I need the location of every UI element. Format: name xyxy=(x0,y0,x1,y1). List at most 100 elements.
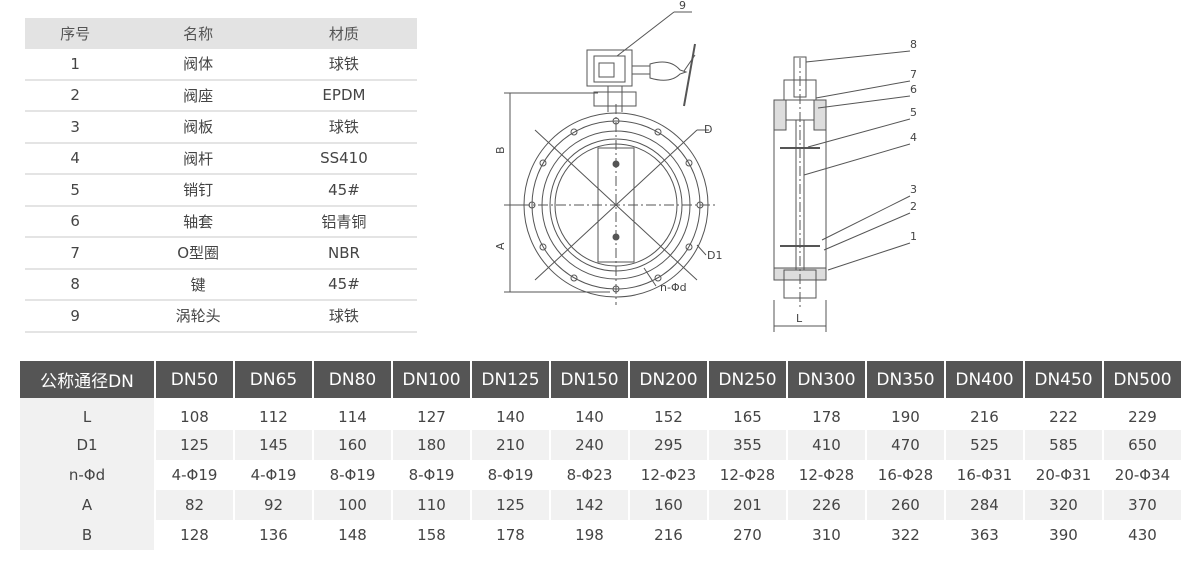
parts-cell-name: O型圈 xyxy=(125,237,271,270)
spec-cell: 8-Φ19 xyxy=(408,466,455,484)
callout-4: 4 xyxy=(910,131,917,144)
spec-cell: 355 xyxy=(709,430,786,460)
spec-header-dn: DN450 xyxy=(1025,361,1102,398)
spec-cell: 148 xyxy=(338,526,367,544)
parts-cell-material: NBR xyxy=(270,237,417,270)
callout-7: 7 xyxy=(910,68,917,81)
spec-header-dn: DN500 xyxy=(1104,361,1181,398)
spec-row-label: n-Φd xyxy=(20,460,154,490)
spec-header-dn: DN200 xyxy=(630,361,707,398)
callout-8: 8 xyxy=(910,38,917,51)
label-d: D xyxy=(704,123,712,136)
spec-cell: 270 xyxy=(733,526,762,544)
callout-5: 5 xyxy=(910,106,917,119)
spec-header-dn: DN125 xyxy=(472,361,549,398)
parts-cell-material: 45# xyxy=(270,174,417,207)
spec-cell: 12-Φ28 xyxy=(719,466,776,484)
parts-cell-no: 4 xyxy=(25,142,126,175)
spec-cell: 128 xyxy=(180,526,209,544)
label-a: A xyxy=(494,242,507,250)
spec-cell: 216 xyxy=(654,526,683,544)
callout-1: 1 xyxy=(910,230,917,243)
spec-cell: 201 xyxy=(709,490,786,520)
side-view: L 8 7 6 5 4 3 2 1 xyxy=(773,38,917,332)
parts-cell-no: 3 xyxy=(25,111,126,144)
spec-cell: 100 xyxy=(314,490,391,520)
spec-cell: 284 xyxy=(946,490,1023,520)
spec-cell: 178 xyxy=(496,526,525,544)
spec-cell: 180 xyxy=(393,430,470,460)
spec-cell: 125 xyxy=(472,490,549,520)
spec-header-dn: DN150 xyxy=(551,361,628,398)
parts-cell-no: 8 xyxy=(25,268,126,301)
parts-cell-no: 1 xyxy=(25,49,126,81)
bolt-holes xyxy=(528,117,704,293)
spec-cell: 140 xyxy=(496,408,525,426)
spec-row-label: B xyxy=(20,520,154,550)
spec-cell: 310 xyxy=(812,526,841,544)
spec-cell: 320 xyxy=(1025,490,1102,520)
neck-flange xyxy=(593,91,637,107)
spec-cell: 145 xyxy=(235,430,312,460)
parts-cell-no: 2 xyxy=(25,79,126,112)
spec-cell: 20-Φ31 xyxy=(1035,466,1092,484)
spec-cell: 165 xyxy=(733,408,762,426)
spec-cell: 108 xyxy=(180,408,209,426)
spec-cell: 127 xyxy=(417,408,446,426)
spec-row: n-Φd 4-Φ19 4-Φ19 8-Φ19 8-Φ19 8-Φ19 8-Φ23 12-Φ23… xyxy=(20,460,1181,490)
gearbox-inner xyxy=(593,55,626,83)
spec-cell: 650 xyxy=(1104,430,1181,460)
parts-cell-no: 5 xyxy=(25,174,126,207)
parts-cell-name: 阀板 xyxy=(125,111,271,144)
spec-row-label: D1 xyxy=(20,430,154,460)
spec-cell: 158 xyxy=(417,526,446,544)
spec-cell: 210 xyxy=(472,430,549,460)
callout-6: 6 xyxy=(910,83,917,96)
spec-cell: 160 xyxy=(314,430,391,460)
spec-cell: 20-Φ34 xyxy=(1114,466,1171,484)
spec-cell: 260 xyxy=(867,490,944,520)
parts-cell-material: 球铁 xyxy=(270,111,417,144)
spec-cell: 8-Φ19 xyxy=(487,466,534,484)
spec-cell: 8-Φ19 xyxy=(329,466,376,484)
spec-cell: 229 xyxy=(1128,408,1157,426)
parts-header-no: 序号 xyxy=(25,18,126,49)
spec-cell: 363 xyxy=(970,526,999,544)
spec-cell: 12-Φ23 xyxy=(640,466,697,484)
parts-cell-no: 6 xyxy=(25,205,126,238)
spec-header-dn: DN300 xyxy=(788,361,865,398)
parts-cell-material: EPDM xyxy=(270,79,417,112)
parts-cell-name: 销钉 xyxy=(125,174,271,207)
spec-cell: 140 xyxy=(575,408,604,426)
spec-cell: 125 xyxy=(156,430,233,460)
spec-cell: 4-Φ19 xyxy=(171,466,218,484)
spec-header-dn: DN50 xyxy=(156,361,233,398)
spec-cell: 322 xyxy=(891,526,920,544)
label-holes: n-Φd xyxy=(660,281,687,294)
spec-header-dn: DN80 xyxy=(314,361,391,398)
spec-cell: 585 xyxy=(1025,430,1102,460)
spec-cell: 110 xyxy=(393,490,470,520)
spec-header-dn: DN350 xyxy=(867,361,944,398)
spec-cell: 8-Φ23 xyxy=(566,466,613,484)
parts-cell-name: 轴套 xyxy=(125,205,271,238)
parts-cell-material: 45# xyxy=(270,268,417,301)
spec-header-dn: DN250 xyxy=(709,361,786,398)
callout-9: 9 xyxy=(679,0,686,12)
spec-cell: 82 xyxy=(156,490,233,520)
label-d1: D1 xyxy=(707,249,722,262)
spec-header-dn: DN65 xyxy=(235,361,312,398)
spec-cell: 370 xyxy=(1104,490,1181,520)
spec-cell: 470 xyxy=(867,430,944,460)
callout-3: 3 xyxy=(910,183,917,196)
spec-cell: 160 xyxy=(630,490,707,520)
parts-header-name: 名称 xyxy=(125,18,271,49)
spec-cell: 4-Φ19 xyxy=(250,466,297,484)
